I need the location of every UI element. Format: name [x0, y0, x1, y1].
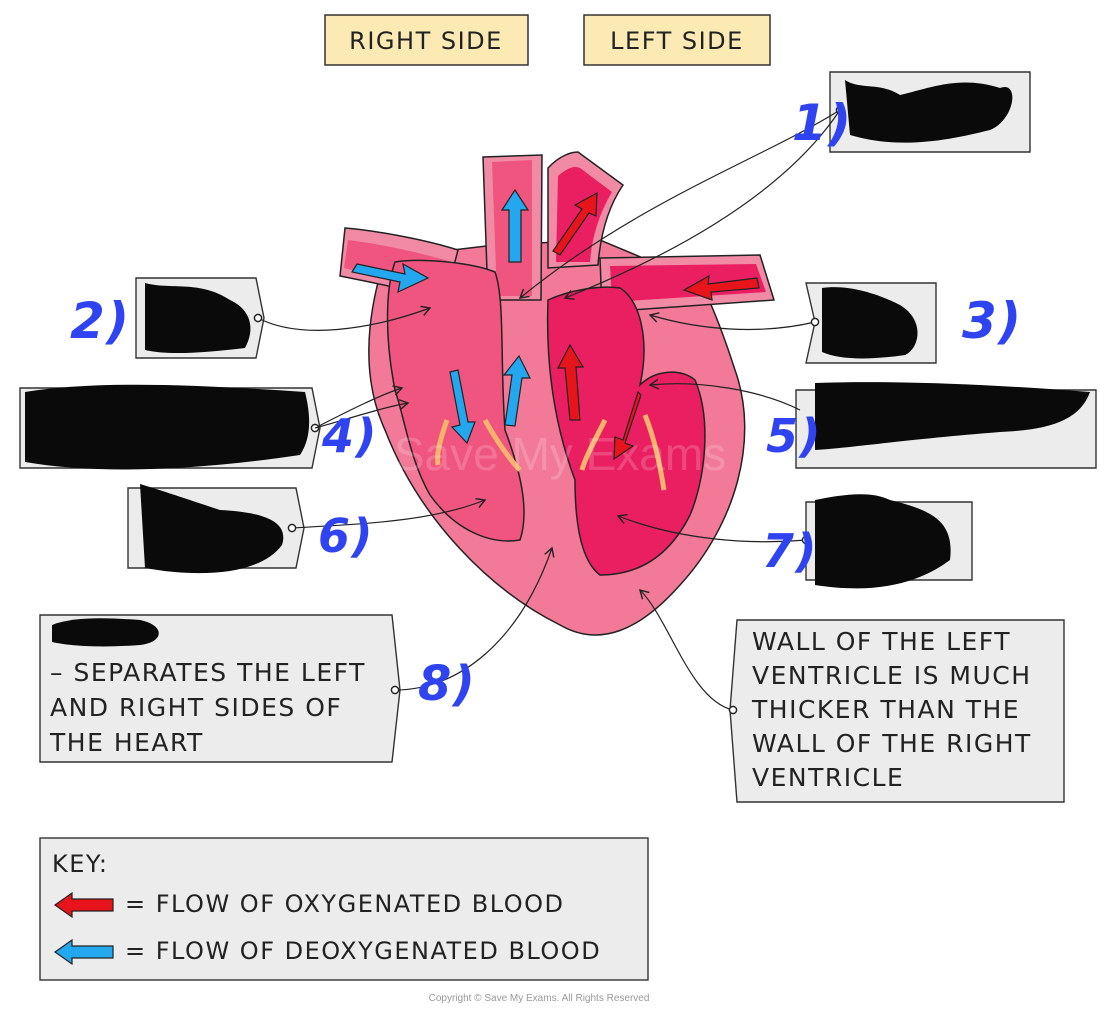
leader-line-1b — [563, 109, 841, 301]
redaction-4 — [25, 384, 310, 470]
septum-label-box — [39, 614, 401, 763]
leader-line-6 — [287, 497, 487, 533]
leader-line-wall — [638, 588, 738, 715]
septum-line-2: AND RIGHT SIDES OF — [50, 693, 342, 722]
redaction-2 — [145, 283, 251, 354]
redaction-7 — [815, 494, 951, 589]
wall-label: WALL OF THE LEFT VENTRICLE IS MUCH THICK… — [638, 588, 1065, 803]
wall-line-4: WALL OF THE RIGHT — [752, 729, 1032, 758]
leader-line-5 — [648, 378, 801, 411]
redaction-3 — [822, 287, 918, 359]
label-4 — [19, 384, 410, 470]
deoxygenated-arrow — [351, 262, 430, 294]
key-deoxygenated-text: = FLOW OF DEOXYGENATED BLOOD — [125, 937, 601, 965]
redaction-1 — [845, 80, 1013, 143]
leader-line-7 — [616, 513, 811, 545]
label-6 — [127, 484, 487, 574]
oxygenated-arrow — [557, 343, 585, 421]
key-oxygenated-text: = FLOW OF OXYGENATED BLOOD — [125, 890, 565, 918]
key-box-frame — [39, 837, 649, 981]
deoxygenated-arrow — [502, 354, 531, 427]
label-1 — [518, 71, 1031, 301]
deoxygenated-key-arrow — [53, 938, 114, 966]
watermark: Save My Exams — [394, 428, 726, 480]
number-6: 6) — [318, 509, 374, 563]
left-side-text: LEFT SIDE — [610, 27, 744, 55]
wall-line-3: THICKER THAN THE — [751, 695, 1020, 724]
oxygenated-arrow — [613, 390, 642, 461]
left-side-label: LEFT SIDE — [583, 14, 771, 66]
left-side-label-box — [583, 14, 771, 66]
septum-line-1: – SEPARATES THE LEFT — [50, 658, 366, 687]
number-5: 5) — [766, 409, 822, 463]
septum-label: – SEPARATES THE LEFT AND RIGHT SIDES OF … — [39, 546, 555, 763]
label-5 — [648, 378, 1097, 469]
leader-line-1a — [518, 105, 845, 299]
deoxygenated-arrow — [449, 369, 476, 445]
number-3: 3) — [962, 292, 1023, 350]
bicuspid-valve-flap-1 — [579, 418, 608, 471]
number-4: 4) — [321, 409, 378, 463]
number-7: 7) — [762, 524, 818, 578]
handwritten-numbers: 1) 2) 3) 4) 5) 6) 7) 8) — [70, 94, 1023, 712]
bicuspid-valve-flap-2 — [642, 414, 667, 491]
label-3 — [648, 282, 937, 364]
label-2 — [135, 277, 432, 359]
copyright-text: Copyright © Save My Exams. All Rights Re… — [429, 993, 650, 1004]
heart — [339, 151, 775, 636]
redaction-5 — [815, 382, 1090, 450]
redaction-6 — [140, 484, 284, 574]
wall-line-1: WALL OF THE LEFT — [752, 627, 1011, 656]
oxygenated-key-arrow — [53, 891, 114, 919]
number-2: 2) — [70, 292, 131, 350]
septum-line-3: THE HEART — [49, 728, 204, 757]
number-1: 1) — [792, 94, 853, 152]
tricuspid-valve-flap-1 — [435, 419, 450, 466]
redaction-8 — [52, 618, 159, 647]
wall-line-5: VENTRICLE — [752, 763, 904, 792]
leader-line-3 — [648, 312, 820, 331]
leader-line-4a — [310, 385, 404, 433]
key-title: KEY: — [52, 850, 108, 878]
right-side-text: RIGHT SIDE — [349, 27, 503, 55]
right-side-label-box — [324, 14, 529, 66]
label-7 — [616, 494, 973, 589]
tricuspid-valve-flap-2 — [482, 418, 522, 472]
right-side-label: RIGHT SIDE — [324, 14, 529, 66]
leader-line-8 — [390, 546, 555, 695]
leader-line-2 — [253, 305, 432, 331]
leader-line-4b — [314, 399, 410, 429]
number-8: 8) — [418, 656, 476, 712]
key-box: KEY: = FLOW OF OXYGENATED BLOOD = FLOW O… — [39, 837, 649, 981]
wall-line-2: VENTRICLE IS MUCH — [752, 661, 1032, 690]
